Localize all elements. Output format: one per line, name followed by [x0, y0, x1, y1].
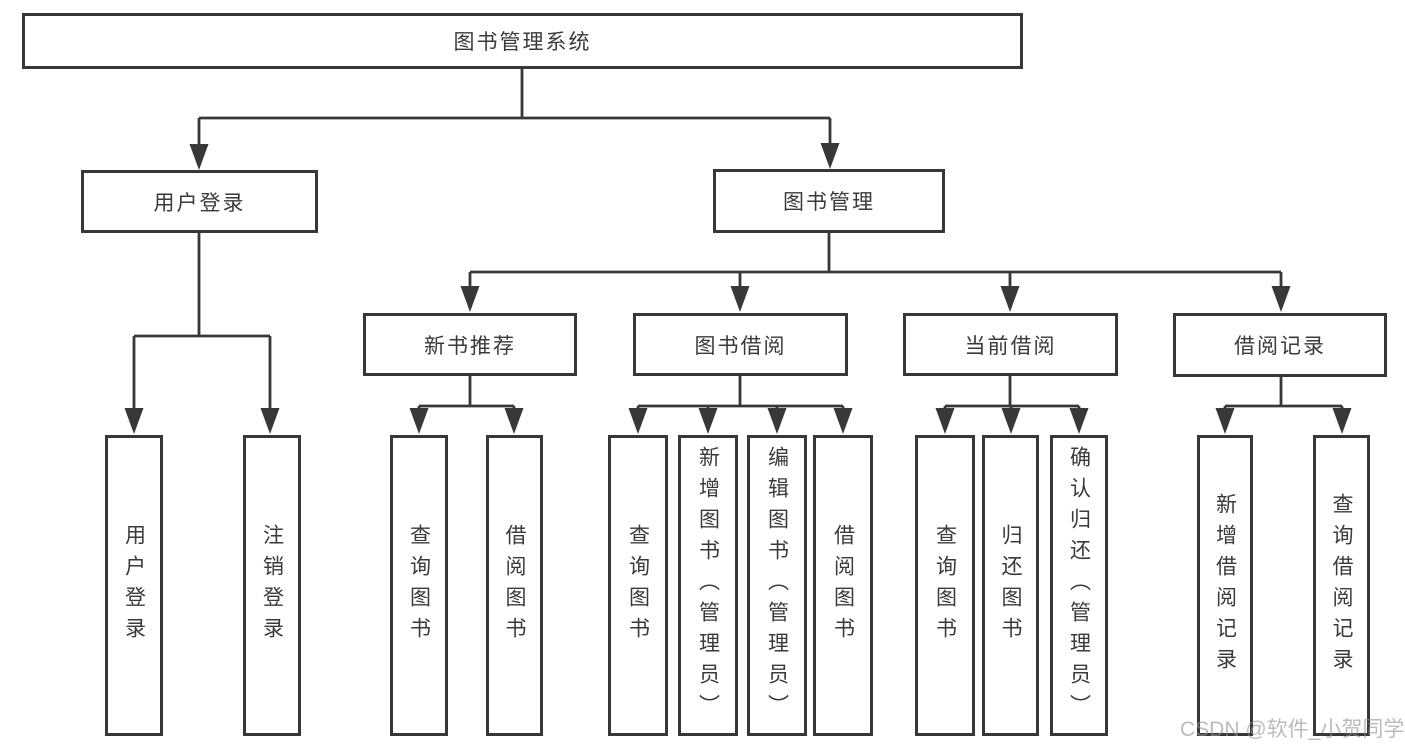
- node-leaf-borrow-book-1: 借阅图书: [486, 435, 543, 736]
- node-label: 用户登录: [122, 523, 146, 648]
- node-leaf-query-book-3: 查询图书: [915, 435, 975, 736]
- node-leaf-edit-book-admin: 编辑图书（管理员）: [747, 435, 807, 736]
- connector-current-split: [943, 376, 1081, 411]
- node-label: 归还图书: [999, 523, 1022, 648]
- connector-records-split: [1223, 376, 1344, 411]
- node-label: 借阅图书: [503, 523, 526, 648]
- node-leaf-borrow-book-2: 借阅图书: [813, 435, 873, 736]
- node-label: 图书管理系统: [453, 31, 592, 54]
- node-new-book-recommend: 新书推荐: [363, 313, 577, 376]
- node-label: 编辑图书（管理员）: [765, 446, 789, 725]
- node-label: 查询图书: [933, 523, 957, 648]
- connector-userlogin-split: [132, 233, 272, 410]
- node-label: 借阅记录: [1234, 335, 1326, 358]
- node-book-management: 图书管理: [713, 169, 945, 233]
- node-label: 查询图书: [407, 523, 431, 648]
- node-label: 图书借阅: [694, 334, 787, 358]
- csdn-watermark: CSDN @软件_小贺同学: [1180, 718, 1405, 741]
- node-leaf-add-borrow-record: 新增借阅记录: [1197, 435, 1253, 736]
- node-user-login: 用户登录: [81, 170, 318, 233]
- node-label: 注销登录: [260, 523, 284, 648]
- node-current-borrowing: 当前借阅: [903, 313, 1118, 376]
- node-label: 图书管理: [783, 191, 875, 214]
- node-leaf-logout: 注销登录: [243, 435, 301, 736]
- node-leaf-add-book-admin: 新增图书（管理员）: [678, 435, 738, 736]
- node-label: 查询图书: [626, 523, 650, 648]
- node-leaf-query-book-1: 查询图书: [390, 435, 448, 736]
- connector-bookborrow-split: [636, 376, 845, 411]
- node-leaf-query-borrow-record: 查询借阅记录: [1313, 435, 1370, 736]
- node-label: 新增借阅记录: [1213, 492, 1237, 679]
- node-leaf-confirm-return-admin: 确认归还（管理员）: [1050, 435, 1108, 736]
- node-label: 新书推荐: [424, 334, 516, 358]
- node-label: 借阅图书: [831, 523, 855, 648]
- node-borrow-records: 借阅记录: [1173, 313, 1387, 377]
- connector-bookmgmt-split: [468, 233, 1283, 288]
- node-label: 新增图书（管理员）: [696, 446, 720, 725]
- node-leaf-query-book-2: 查询图书: [608, 435, 668, 736]
- node-root-library-system: 图书管理系统: [22, 13, 1023, 69]
- node-book-borrowing: 图书借阅: [633, 313, 848, 376]
- node-leaf-return-book: 归还图书: [982, 435, 1039, 736]
- connector-root-split: [197, 69, 832, 146]
- node-label: 用户登录: [153, 191, 246, 215]
- node-leaf-user-login: 用户登录: [105, 435, 163, 736]
- node-label: 查询借阅记录: [1330, 492, 1353, 679]
- node-label: 当前借阅: [964, 334, 1057, 358]
- connector-newrec-split: [417, 376, 516, 411]
- node-label: 确认归还（管理员）: [1067, 446, 1091, 725]
